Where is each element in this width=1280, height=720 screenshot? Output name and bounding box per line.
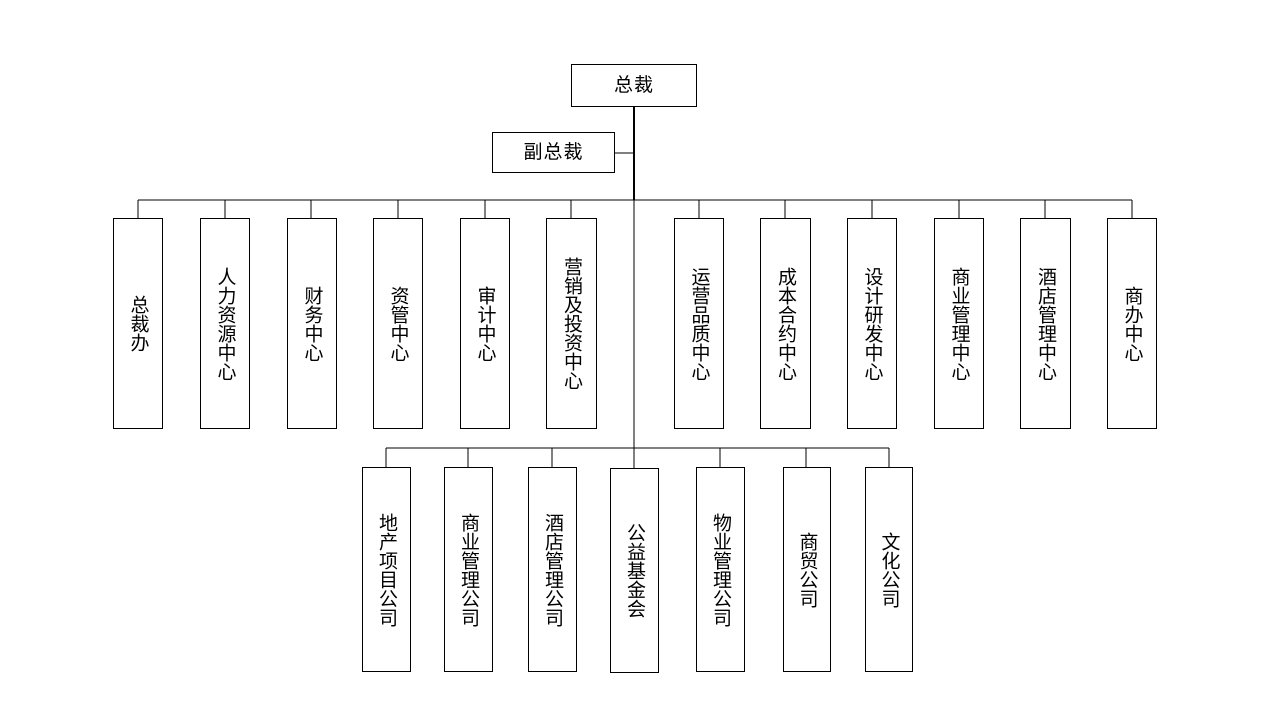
company-box: 商业管理公司 — [444, 467, 493, 672]
department-label: 审计中心 — [474, 285, 497, 362]
company-box: 文化公司 — [865, 467, 913, 672]
president-box: 总裁 — [571, 64, 697, 107]
department-label: 商业管理中心 — [948, 266, 971, 381]
company-box: 酒店管理公司 — [528, 467, 577, 672]
company-box: 物业管理公司 — [696, 467, 745, 672]
vice-president-box: 副总裁 — [492, 132, 615, 173]
department-label: 成本合约中心 — [775, 266, 797, 381]
department-box: 营销及投资中心 — [546, 218, 597, 429]
company-label: 地产项目公司 — [376, 512, 398, 627]
department-box: 运营品质中心 — [674, 218, 724, 429]
department-box: 财务中心 — [287, 218, 337, 429]
company-box: 地产项目公司 — [362, 467, 411, 672]
department-box: 酒店管理中心 — [1020, 218, 1071, 429]
vice-president-label: 副总裁 — [523, 141, 584, 163]
company-box: 商贸公司 — [783, 467, 831, 672]
department-label: 总裁办 — [127, 295, 150, 352]
company-label: 公益基金会 — [624, 523, 646, 618]
department-box: 成本合约中心 — [760, 218, 811, 429]
department-box: 商办中心 — [1107, 218, 1157, 429]
department-label: 设计研发中心 — [861, 266, 884, 381]
company-label: 文化公司 — [878, 531, 901, 608]
department-label: 人力资源中心 — [214, 266, 237, 381]
department-label: 运营品质中心 — [688, 266, 711, 381]
department-box: 商业管理中心 — [934, 218, 984, 429]
department-box: 资管中心 — [373, 218, 423, 429]
department-label: 营销及投资中心 — [561, 257, 583, 390]
department-box: 总裁办 — [113, 218, 163, 429]
company-label: 物业管理公司 — [710, 512, 732, 627]
company-label: 商业管理公司 — [458, 512, 480, 627]
department-box: 审计中心 — [460, 218, 510, 429]
department-label: 商办中心 — [1121, 285, 1144, 362]
president-label: 总裁 — [613, 74, 654, 96]
department-box: 设计研发中心 — [847, 218, 897, 429]
department-label: 财务中心 — [301, 285, 324, 362]
company-label: 酒店管理公司 — [542, 512, 564, 627]
department-box: 人力资源中心 — [200, 218, 250, 429]
department-label: 酒店管理中心 — [1035, 266, 1057, 381]
company-box: 公益基金会 — [610, 468, 659, 673]
company-label: 商贸公司 — [796, 531, 819, 608]
department-label: 资管中心 — [387, 285, 410, 362]
